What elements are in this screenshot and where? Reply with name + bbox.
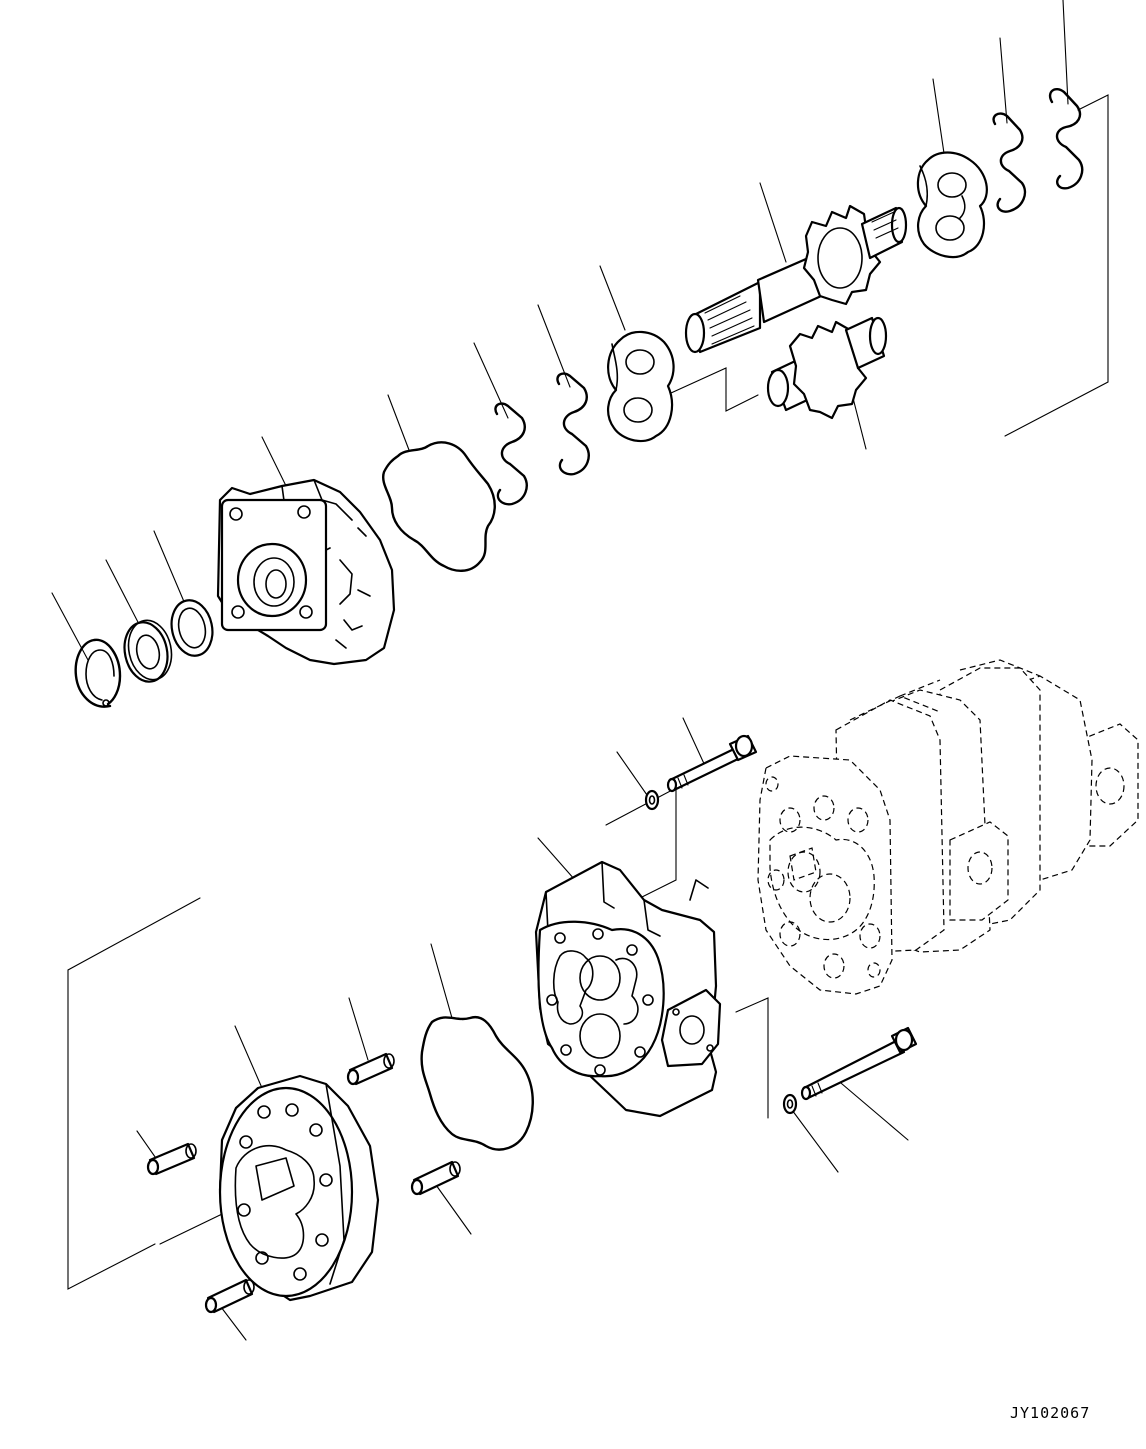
gasket-lower (422, 1017, 533, 1149)
leader-lines (52, 0, 1068, 1340)
bolt-lower (802, 1028, 916, 1099)
dowel-pin-3 (412, 1162, 460, 1194)
front-cover-housing (218, 480, 394, 664)
c-seal-right-1 (1050, 89, 1082, 188)
bolt-upper (668, 736, 756, 791)
bushing-plate-right (918, 153, 987, 258)
drive-shaft-gear (686, 206, 906, 352)
dowel-pin-2 (148, 1144, 196, 1174)
gear-case-body (536, 862, 720, 1116)
c-seal-right-2 (994, 114, 1025, 212)
rear-flange-plate (220, 1076, 378, 1300)
bushing-plate-left (608, 332, 674, 441)
drawing-code: JY102067 (1010, 1404, 1091, 1422)
gasket-upper (383, 442, 495, 570)
shim-ring (167, 596, 218, 659)
dowel-pin-4 (206, 1280, 254, 1312)
reference-pump-assembly (758, 660, 1138, 994)
washer-lower (784, 1095, 796, 1113)
c-seal-left-1 (557, 374, 588, 475)
driven-gear (768, 318, 886, 418)
c-seal-left-2 (495, 404, 526, 505)
washer-upper (646, 791, 658, 809)
dowel-pin-1 (348, 1054, 394, 1084)
oil-seal (119, 616, 177, 685)
snap-ring (76, 640, 120, 707)
